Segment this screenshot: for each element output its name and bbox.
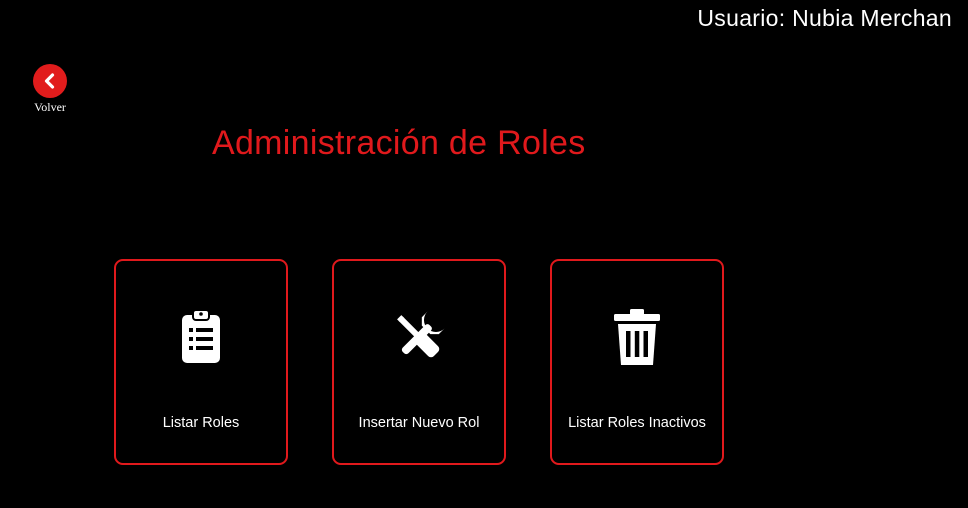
back-circle[interactable] [33, 64, 67, 98]
list-roles-card[interactable]: Listar Roles [114, 259, 288, 465]
insert-role-label: Insertar Nuevo Rol [358, 415, 480, 431]
tools-icon [387, 305, 451, 369]
inactive-roles-card[interactable]: Listar Roles Inactivos [550, 259, 724, 465]
clipboard-list-icon [169, 305, 233, 369]
trash-icon [605, 305, 669, 369]
insert-role-card[interactable]: Insertar Nuevo Rol [332, 259, 506, 465]
inactive-roles-label: Listar Roles Inactivos [568, 415, 706, 431]
chevron-left-icon [44, 73, 55, 89]
page-title: Administración de Roles [212, 124, 586, 162]
back-button[interactable]: Volver [28, 64, 72, 115]
back-label: Volver [34, 100, 66, 114]
list-roles-label: Listar Roles [162, 415, 240, 431]
user-label: Usuario: Nubia Merchan [697, 5, 952, 31]
